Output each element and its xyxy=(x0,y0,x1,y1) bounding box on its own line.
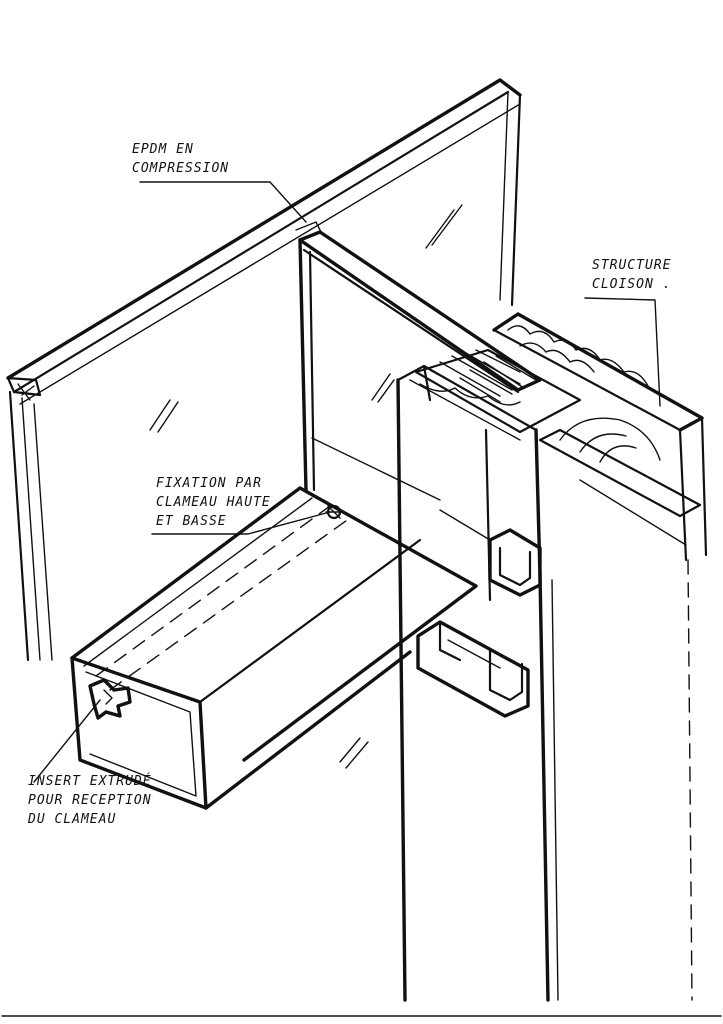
epdm-label: EPDM EN COMPRESSION xyxy=(132,140,229,178)
structure-label-line1: STRUCTURE xyxy=(592,258,672,273)
u-clip-lower xyxy=(416,620,530,718)
insulation-block xyxy=(414,348,582,434)
fixation-label: FIXATION PAR CLAMEAU HAUTE ET BASSE xyxy=(156,474,271,531)
fixation-label-line3: ET BASSE xyxy=(156,514,227,529)
fixation-label-line1: FIXATION PAR xyxy=(156,476,262,491)
wall-right xyxy=(538,416,708,1002)
vertical-profile xyxy=(396,364,542,1002)
middle-glass-panel xyxy=(295,221,542,501)
insert-label-line1: INSERT EXTRUDÉ xyxy=(28,774,152,789)
epdm-label-line2: COMPRESSION xyxy=(132,161,230,176)
structure-insulation xyxy=(492,312,704,518)
epdm-label-line1: EPDM EN xyxy=(132,142,194,157)
glass-panel-right-edge xyxy=(499,91,522,307)
insert-label-line2: POUR RECEPTION xyxy=(28,793,152,808)
top-rail xyxy=(6,78,522,405)
structure-label: STRUCTURE CLOISON . xyxy=(592,256,671,294)
glass-reflections xyxy=(149,204,463,769)
extruded-insert xyxy=(88,678,132,720)
bottom-profile xyxy=(70,486,478,810)
insert-label-line3: DU CLAMEAU xyxy=(28,812,117,827)
insert-label: INSERT EXTRUDÉ POUR RECEPTION DU CLAMEAU xyxy=(28,772,152,829)
leader-lines xyxy=(33,181,661,783)
fixation-label-line2: CLAMEAU HAUTE xyxy=(156,495,271,510)
u-clip-upper xyxy=(439,509,542,597)
structure-label-line2: CLOISON . xyxy=(592,277,672,292)
glass-panel-left-edge xyxy=(8,390,53,662)
